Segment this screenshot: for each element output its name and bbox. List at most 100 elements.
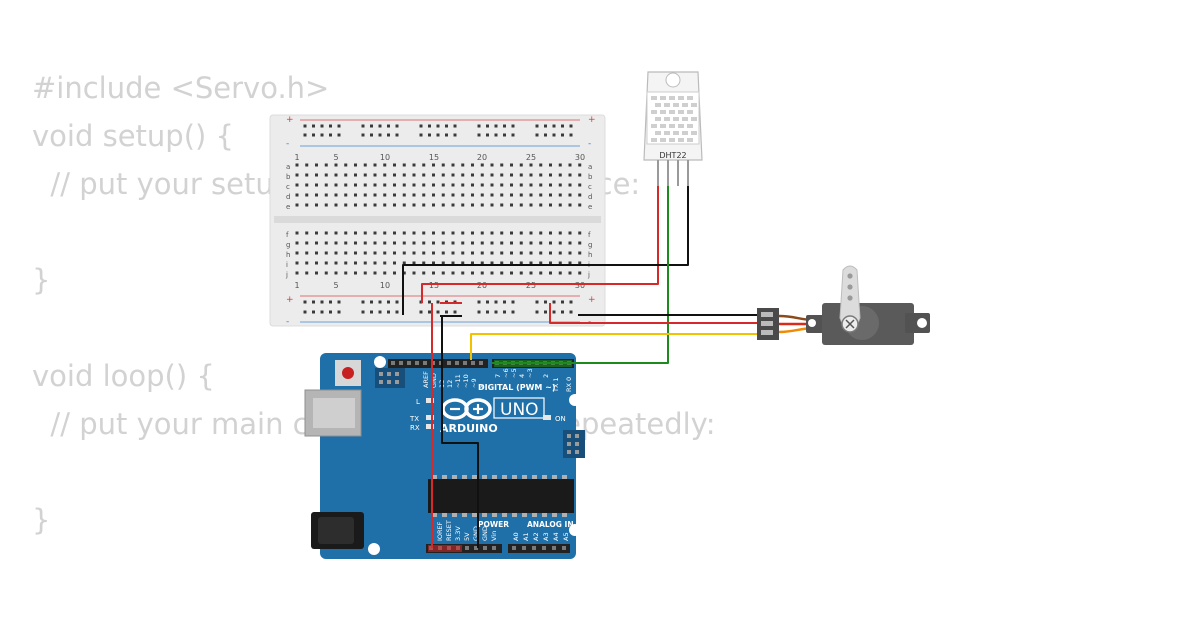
breadboard-hole xyxy=(500,251,504,255)
breadboard-hole xyxy=(334,271,338,275)
pin-label: AREF xyxy=(422,371,430,388)
rail-plus-label: + xyxy=(286,295,294,305)
grille-slot xyxy=(651,110,657,114)
rail-hole xyxy=(395,133,399,137)
breadboard-hole xyxy=(363,251,367,255)
arduino-uno-board[interactable]: AREF GND 13 12 ~11 ~10 ~9 8 7 ~6 ~5 4 ~3… xyxy=(304,353,585,559)
icsp-pin xyxy=(395,380,399,384)
row-letter: i xyxy=(286,261,288,269)
breadboard-hole xyxy=(519,271,523,275)
breadboard-hole xyxy=(373,261,377,265)
breadboard-hole xyxy=(363,183,367,187)
breadboard-hole xyxy=(373,163,377,167)
breadboard-hole xyxy=(305,231,309,235)
breadboard-hole xyxy=(510,251,513,255)
rail-hole xyxy=(561,310,564,314)
breadboard-hole xyxy=(363,231,367,235)
servo-motor[interactable] xyxy=(757,265,930,345)
rail-hole xyxy=(428,133,431,137)
grille-slot xyxy=(682,131,688,135)
dht22-sensor[interactable]: DHT22 xyxy=(643,71,703,186)
row-letter: d xyxy=(588,193,592,201)
breadboard-hole xyxy=(383,193,387,197)
rail-hole xyxy=(503,133,506,137)
pin-label: 12 xyxy=(446,380,454,388)
breadboard-hole xyxy=(578,231,582,235)
breadboard-hole xyxy=(529,183,533,187)
rail-hole xyxy=(511,133,515,137)
breadboard-hole xyxy=(393,183,396,187)
rail-hole xyxy=(544,124,547,128)
chip-pin xyxy=(542,475,547,479)
breadboard-hole xyxy=(500,183,504,187)
grille-slot xyxy=(678,124,684,128)
wire-dht-data[interactable] xyxy=(492,186,669,364)
breadboard-hole xyxy=(441,241,445,245)
wire-servo-signal[interactable] xyxy=(470,333,760,360)
rail-hole xyxy=(436,133,440,137)
led-tx xyxy=(426,415,434,420)
led-label-tx: TX xyxy=(409,415,419,423)
wires[interactable] xyxy=(402,186,760,548)
grille-slot xyxy=(687,138,693,142)
breadboard-hole xyxy=(480,203,484,207)
mounting-hole xyxy=(368,543,380,555)
rail-hole xyxy=(378,300,382,304)
breadboard-hole xyxy=(461,231,465,235)
rail-hole xyxy=(387,124,390,128)
breadboard-hole xyxy=(422,231,426,235)
grille-slot xyxy=(691,117,697,121)
header-pin xyxy=(532,546,536,550)
rail-hole xyxy=(378,310,382,314)
breadboard-hole xyxy=(363,203,367,207)
chip-pin xyxy=(512,513,517,517)
breadboard-hole xyxy=(549,261,552,265)
breadboard-hole xyxy=(393,231,396,235)
usb-connector-inner xyxy=(313,398,355,428)
wire-gnd-rail[interactable] xyxy=(441,316,479,548)
dht22-label: DHT22 xyxy=(659,151,686,160)
grille-slot xyxy=(678,96,684,100)
rail-hole xyxy=(503,310,506,314)
breadboard-hole xyxy=(529,193,533,197)
reset-button-cap[interactable] xyxy=(342,367,354,379)
breadboard-hole xyxy=(510,271,513,275)
breadboard-hole xyxy=(451,251,455,255)
rail-hole xyxy=(561,124,564,128)
breadboard-hole xyxy=(568,271,572,275)
breadboard-hole xyxy=(480,183,484,187)
breadboard-hole xyxy=(354,261,357,265)
row-letter: a xyxy=(286,163,290,171)
breadboard-hole xyxy=(402,183,406,187)
breadboard-hole xyxy=(402,193,406,197)
breadboard-hole xyxy=(558,271,562,275)
chip-pin xyxy=(432,513,437,517)
breadboard-hole xyxy=(529,241,533,245)
pin-label: A5 xyxy=(562,532,570,541)
header-pin xyxy=(522,546,526,550)
breadboard-hole xyxy=(295,203,299,207)
row-letter: h xyxy=(588,251,592,259)
breadboard-hole xyxy=(422,163,426,167)
rail-hole xyxy=(395,310,399,314)
code-line: } xyxy=(32,263,51,297)
dht22-mounting-hole xyxy=(665,72,681,88)
row-letter: e xyxy=(286,203,290,211)
icsp-header-right xyxy=(563,430,585,458)
rail-hole xyxy=(419,133,423,137)
rail-hole xyxy=(419,310,423,314)
rail-hole xyxy=(320,124,324,128)
rail-hole xyxy=(361,300,365,304)
rail-hole xyxy=(378,124,382,128)
grille-slot xyxy=(691,103,697,107)
breadboard-hole xyxy=(305,241,309,245)
breadboard[interactable]: + + - - + + - - 1 5 10 15 20 25 30 1 5 1… xyxy=(269,114,606,327)
wire-dht-gnd[interactable] xyxy=(402,186,689,315)
wire-servo-vcc[interactable] xyxy=(549,303,760,324)
rail-hole xyxy=(561,133,564,137)
wire-dht-vcc[interactable] xyxy=(421,186,659,303)
grille-slot xyxy=(660,96,666,100)
breadboard-hole xyxy=(441,193,445,197)
rail-hole xyxy=(337,310,341,314)
breadboard-hole xyxy=(363,193,367,197)
